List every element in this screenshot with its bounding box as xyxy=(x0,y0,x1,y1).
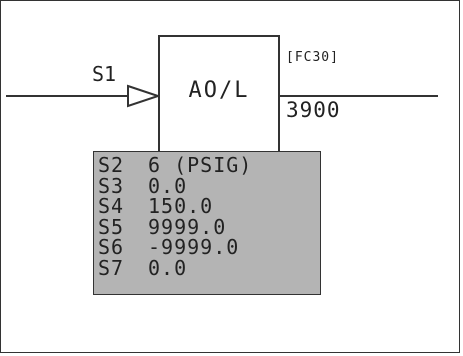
parameter-box: S2 6 (PSIG) S3 0.0 S4 150.0 S5 9999.0 S6… xyxy=(93,151,321,295)
param-name: S4 xyxy=(98,194,125,218)
output-value: 3900 xyxy=(286,98,341,122)
param-row: S7 0.0 xyxy=(98,255,320,280)
block-type-label: AO/L xyxy=(188,78,250,103)
param-name: S5 xyxy=(98,214,125,239)
param-value: -9999.0 xyxy=(148,235,240,259)
param-row: S6 -9999.0 xyxy=(98,237,320,258)
input-label: S1 xyxy=(92,62,117,86)
param-row: S3 0.0 xyxy=(98,173,320,198)
param-row: S4 150.0 xyxy=(98,196,320,217)
param-row: S2 6 (PSIG) xyxy=(98,155,320,176)
param-value: 150.0 xyxy=(148,194,214,218)
param-value: 9999.0 xyxy=(148,214,227,239)
param-name: S6 xyxy=(98,235,125,259)
param-name: S3 xyxy=(98,173,125,198)
param-value: 0.0 xyxy=(148,255,188,280)
param-row: S5 9999.0 xyxy=(98,214,320,239)
function-block[interactable] xyxy=(158,35,280,153)
param-name: S2 xyxy=(98,153,125,177)
input-arrow-icon xyxy=(127,84,162,108)
param-name: S7 xyxy=(98,255,125,280)
param-value: 6 (PSIG) xyxy=(148,153,253,177)
param-value: 0.0 xyxy=(148,173,188,198)
block-tag-label: [FC30] xyxy=(286,50,339,65)
